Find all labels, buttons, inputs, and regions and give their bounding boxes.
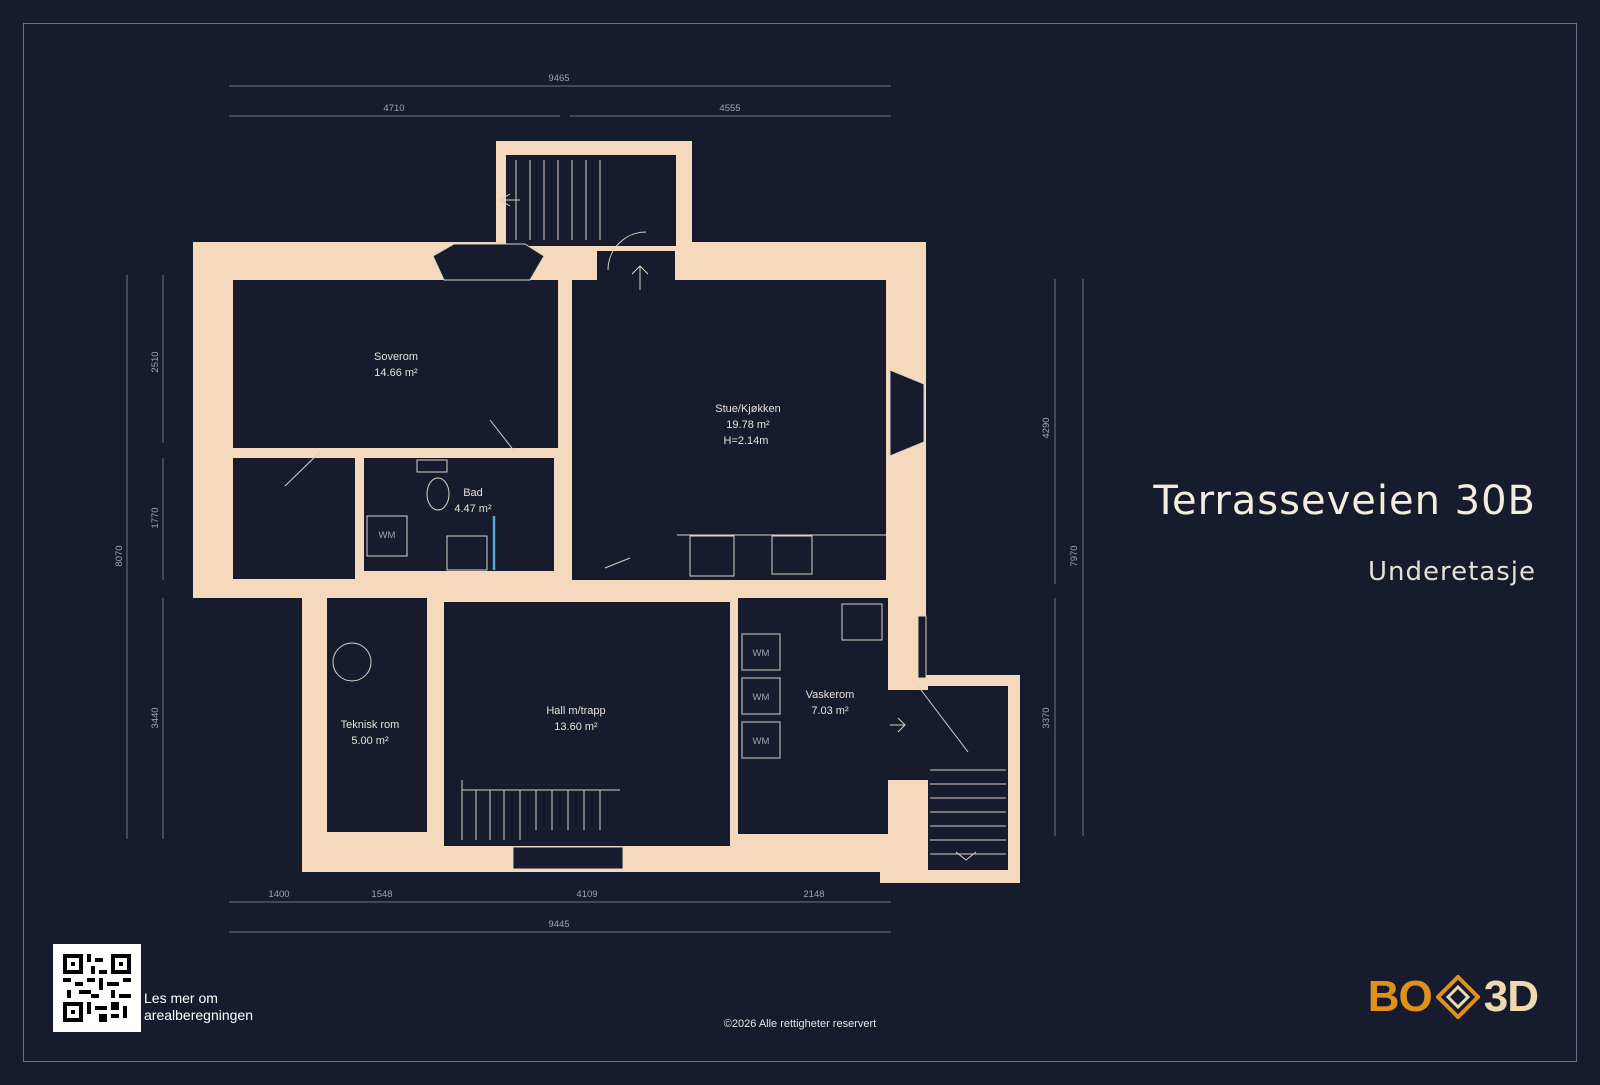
door-arc-top [607, 231, 647, 271]
washer-label: WM [753, 736, 770, 747]
property-title: Terrasseveien 30B [1153, 478, 1536, 524]
dimension-label: 7970 [1069, 545, 1080, 566]
room-labels: Soverom 14.66 m² Stue/Kjøkken 19.78 m² H… [341, 351, 855, 747]
washer-label: WM [753, 692, 770, 703]
kitchen-sink [771, 535, 813, 575]
floor-door-opening [597, 251, 675, 283]
stairs-entrance [930, 769, 1006, 861]
room-name: Stue/Kjøkken [715, 403, 780, 415]
dimension-label: 4710 [383, 103, 404, 114]
floor-soverom [233, 280, 558, 448]
floor-details [284, 160, 1006, 870]
dimension-label: 9465 [548, 73, 569, 84]
dimension-label: 1548 [371, 889, 392, 900]
qr-code-icon [63, 954, 131, 1022]
room-area: 7.03 m² [811, 705, 849, 717]
qr-caption-line: Les mer om [144, 990, 218, 1006]
qr-code[interactable] [53, 944, 141, 1032]
qr-caption: Les mer om arealberegningen [144, 990, 253, 1024]
dimension-label: 4290 [1041, 417, 1052, 438]
room-area: 4.47 m² [454, 503, 492, 515]
washer-label: WM [379, 530, 396, 541]
toilet [426, 477, 450, 511]
room-name: Teknisk rom [341, 719, 400, 731]
room-name: Soverom [374, 351, 418, 363]
floor-teknisk [327, 598, 427, 832]
washer-2 [741, 677, 781, 715]
entry-arrow [631, 265, 649, 290]
floors [233, 155, 1008, 870]
stairs-hall [461, 780, 620, 840]
entry-arrow-right [890, 717, 906, 733]
window-right [889, 369, 925, 457]
dimension-lines [126, 85, 1084, 933]
floor-vaskerom [738, 598, 888, 834]
dimension-label: 1400 [268, 889, 289, 900]
room-name: Bad [463, 487, 483, 499]
floor-entrance-annex [928, 686, 1008, 870]
stairs-upper [499, 160, 601, 240]
washer-label: WM [753, 648, 770, 659]
window-bottom [512, 846, 624, 870]
dimension-label: 1770 [150, 507, 161, 528]
dimension-values: 9465 4710 4555 1400 1548 4109 2148 9445 … [114, 73, 1080, 930]
room-area: 19.78 m² [726, 419, 770, 431]
dimension-label: 2148 [803, 889, 824, 900]
dimension-label: 8070 [114, 545, 125, 566]
logo-text-left: BO [1367, 972, 1433, 1021]
bad-sink [446, 535, 488, 571]
floor-hall [444, 602, 730, 846]
floor-bad [364, 458, 554, 571]
logo-text-right: 3D [1483, 972, 1539, 1021]
door-swings [284, 419, 969, 753]
room-height: H=2.14m [724, 435, 769, 447]
room-area: 13.60 m² [554, 721, 598, 733]
washer-bad [366, 515, 408, 557]
floor-stair-tower [506, 155, 676, 246]
diamond-icon [1435, 975, 1480, 1019]
dimension-label: 4109 [576, 889, 597, 900]
toilet-tank [416, 459, 448, 473]
washer-3 [741, 721, 781, 759]
copyright-text: ©2026 Alle rettigheter reservert [723, 1018, 877, 1030]
dimension-label: 9445 [548, 919, 569, 930]
room-name: Hall m/trapp [546, 705, 605, 717]
room-name: Vaskerom [806, 689, 855, 701]
appliances: WM WM WM WM [366, 515, 781, 759]
dimension-label: 3440 [150, 707, 161, 728]
brand-logo: BO 3D [1367, 972, 1539, 1022]
room-area: 5.00 m² [351, 735, 389, 747]
vask-sink [841, 603, 883, 641]
floor-entry-passage [888, 690, 928, 780]
water-heater [332, 642, 372, 682]
dimension-label: 2510 [150, 351, 161, 372]
floor-stue [572, 280, 886, 580]
page-frame [23, 23, 1577, 1062]
floor-subtitle: Underetasje [1367, 557, 1536, 587]
dimension-label: 3370 [1041, 707, 1052, 728]
washer-1 [741, 633, 781, 671]
dimension-label: 4555 [719, 103, 740, 114]
stove [689, 535, 735, 577]
qr-caption-line: arealberegningen [144, 1007, 253, 1023]
window-top [432, 243, 545, 281]
window-right-lower [917, 615, 927, 679]
room-area: 14.66 m² [374, 367, 418, 379]
floor-closet [233, 458, 355, 579]
